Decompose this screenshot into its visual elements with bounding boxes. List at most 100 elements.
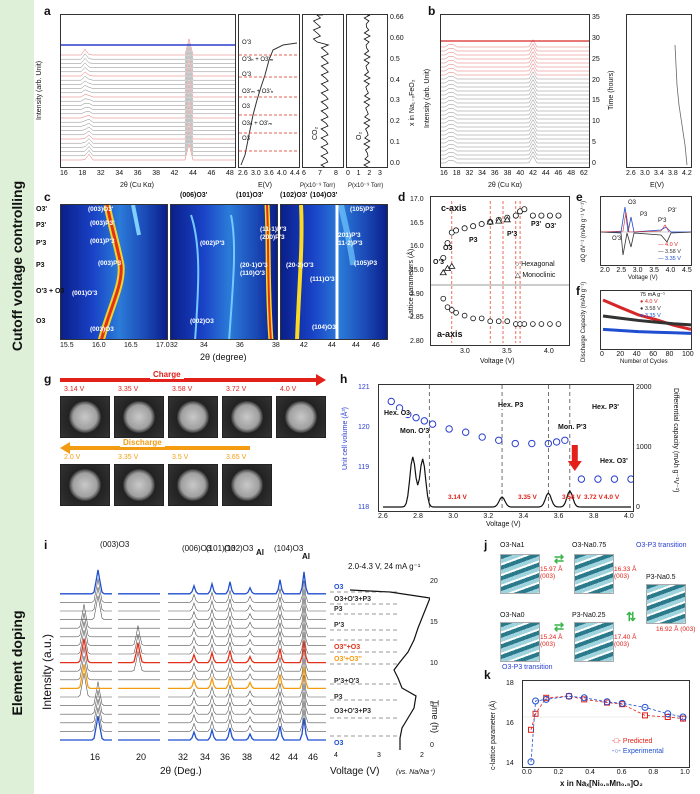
phase-label: P3 [334, 694, 343, 701]
transition-arrow-icon: ⇄ [554, 620, 565, 634]
sem-image [276, 396, 326, 438]
x-tick: 2.5 [616, 267, 627, 274]
phase-label: P'3 [36, 240, 47, 247]
xrd-trace [168, 640, 326, 664]
y-tick: 2.80 [410, 338, 424, 345]
hexagonal-point [453, 227, 460, 234]
xrd-tick: 46 [207, 170, 216, 177]
panel-f-ylabel: Discharge Capacity (mAh g⁻¹) [581, 281, 587, 362]
sem-image [168, 464, 218, 506]
x-tick: 0.0 [522, 769, 532, 776]
x-tick: 4.0 [665, 267, 676, 274]
panel-letter-j: j [484, 538, 488, 552]
panel-c-map-3 [280, 204, 388, 340]
legend-predicted: -□- Predicted [612, 738, 653, 745]
sem-image [60, 396, 110, 438]
e-tick: 3.6 [264, 170, 274, 177]
e-tick: 2.6 [238, 170, 248, 177]
peak-label: (101)O3 [206, 544, 236, 553]
e-tick: 4.4 [290, 170, 300, 177]
xrd-trace [441, 103, 589, 112]
panel-letter-b: b [428, 4, 436, 18]
x-tick: 15.5 [60, 342, 74, 349]
xrd-trace [441, 131, 589, 140]
time-tick: 0 [592, 160, 596, 167]
xrd-trace [441, 111, 589, 120]
x-tick: 0.3 [390, 97, 400, 105]
charge-voltage: 3.14 V [64, 386, 85, 393]
o2-tick: 2 [367, 170, 372, 177]
xrd-trace [60, 664, 112, 690]
xrd-trace [61, 118, 235, 136]
peak-label: P3 [640, 212, 648, 218]
t-tick: 15 [430, 619, 438, 626]
a-axis-point [448, 307, 455, 313]
xrd-trace [61, 122, 235, 140]
panel-i-voltage: Voltage (V) [330, 766, 380, 777]
xrd-trace [441, 143, 589, 152]
peak-label: O3 [628, 200, 637, 206]
phase-label: P3 [469, 237, 478, 244]
experimental-point [532, 697, 540, 705]
x-tick: 0.2 [553, 769, 564, 776]
xrd-trace [118, 642, 160, 664]
xrd-trace [60, 604, 112, 629]
xrd-trace [168, 588, 326, 612]
x-tick: 42 [270, 752, 281, 762]
xrd-trace [441, 43, 589, 52]
xrd-trace [168, 700, 326, 724]
peak-label: (001)O'3 [72, 290, 98, 297]
y-tick: 15.0 [410, 267, 424, 274]
panel-letter-h: h [340, 372, 348, 386]
panel-a-o2-label: O₂ [356, 131, 363, 140]
label-p3-na025: P3-Na0.25 [572, 612, 606, 619]
xrd-tick: 16 [440, 170, 448, 177]
t-tick: 5 [430, 701, 434, 708]
phase-label: P3' [36, 222, 47, 229]
phase-label: O3 [334, 740, 344, 747]
xrd-trace [441, 119, 589, 128]
discharge-label: Discharge [120, 438, 165, 447]
time-tick: 5 [592, 139, 596, 147]
xrd-trace [168, 571, 326, 595]
phase-label: O3 [334, 584, 344, 591]
legend-hexagonal: ○ Hexagonal [515, 261, 555, 268]
xrd-trace [61, 143, 235, 161]
time-tick: 25 [592, 55, 600, 63]
x-tick: 16 [90, 752, 101, 762]
e-tick: 2.6 [626, 170, 636, 177]
xrd-trace [60, 698, 112, 724]
x-tick: 0.60 [390, 34, 404, 42]
volume-point [461, 428, 470, 436]
xrd-trace [60, 629, 112, 655]
hexagonal-point [440, 254, 447, 261]
voltage-label: 3.14 V [448, 494, 467, 501]
e-tick: 3.0 [640, 170, 650, 177]
x-tick: 0.8 [648, 769, 659, 776]
peak-label: (104)O3 [274, 544, 304, 553]
xrd-trace [61, 131, 235, 148]
a-axis-point [555, 321, 562, 327]
phase-label: O3+O'3+P3 [334, 708, 372, 715]
xrd-tick: 44 [189, 170, 197, 177]
xrd-trace [61, 106, 235, 123]
xrd-trace [441, 127, 589, 136]
x-tick: 4.0 [544, 348, 554, 355]
c-axis-label: c-axis [441, 203, 467, 213]
x-tick: 0.4 [585, 769, 595, 776]
x-tick: 44 [288, 752, 299, 762]
volume-point [445, 425, 453, 433]
discharge-voltage: 3.5 V [172, 454, 189, 461]
sem-image [222, 464, 272, 506]
top-peak-label: (102)O3' [280, 192, 308, 199]
xrd-tick: 34 [478, 170, 486, 177]
xrd-tick: 48 [226, 170, 234, 177]
charge-label: Charge [150, 370, 184, 379]
xrd-trace [168, 649, 326, 672]
hexagonal-point [470, 223, 477, 230]
xrd-trace [441, 71, 589, 80]
